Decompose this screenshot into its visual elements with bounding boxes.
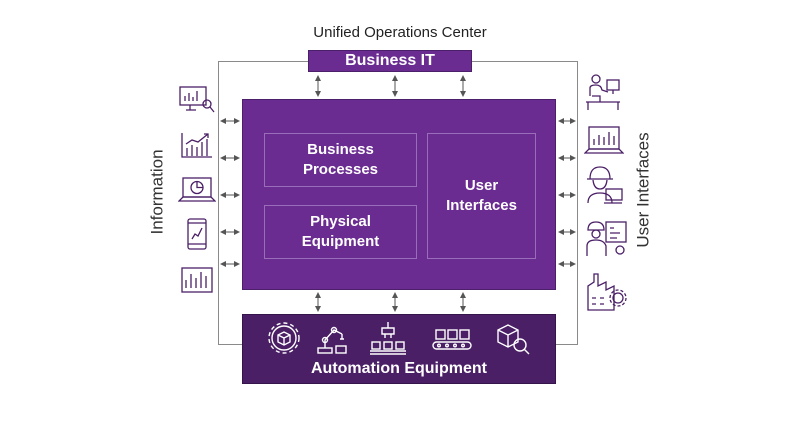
worker-with-board-icon xyxy=(586,221,627,256)
hardhat-worker-icon xyxy=(587,166,623,204)
business-it-box: Business IT xyxy=(308,50,472,72)
automation-equipment-label: Automation Equipment xyxy=(311,360,487,377)
gear-box-icon xyxy=(268,322,300,354)
user-interfaces-side-label: User Interfaces xyxy=(633,132,653,248)
laptop-pie-chart-icon xyxy=(178,177,216,202)
monitor-chart-search-icon xyxy=(179,86,215,113)
laptop-chart-icon xyxy=(584,126,624,154)
tablet-chart-icon xyxy=(187,218,207,250)
operator-at-desk-icon xyxy=(586,74,620,110)
document-bar-chart-icon xyxy=(181,267,213,293)
package-inspection-icon xyxy=(497,324,530,355)
user-interfaces-box: User Interfaces xyxy=(427,133,536,259)
robot-conveyor-icon xyxy=(370,322,406,355)
physical-equipment-box: Physical Equipment xyxy=(264,205,417,259)
factory-gear-icon xyxy=(587,273,627,311)
bar-chart-trend-icon xyxy=(181,133,212,158)
robot-arm-icon xyxy=(317,326,347,354)
diagram-title: Unified Operations Center xyxy=(313,24,487,41)
conveyor-boxes-icon xyxy=(432,329,472,350)
business-processes-box: Business Processes xyxy=(264,133,417,187)
information-label: Information xyxy=(147,149,167,235)
